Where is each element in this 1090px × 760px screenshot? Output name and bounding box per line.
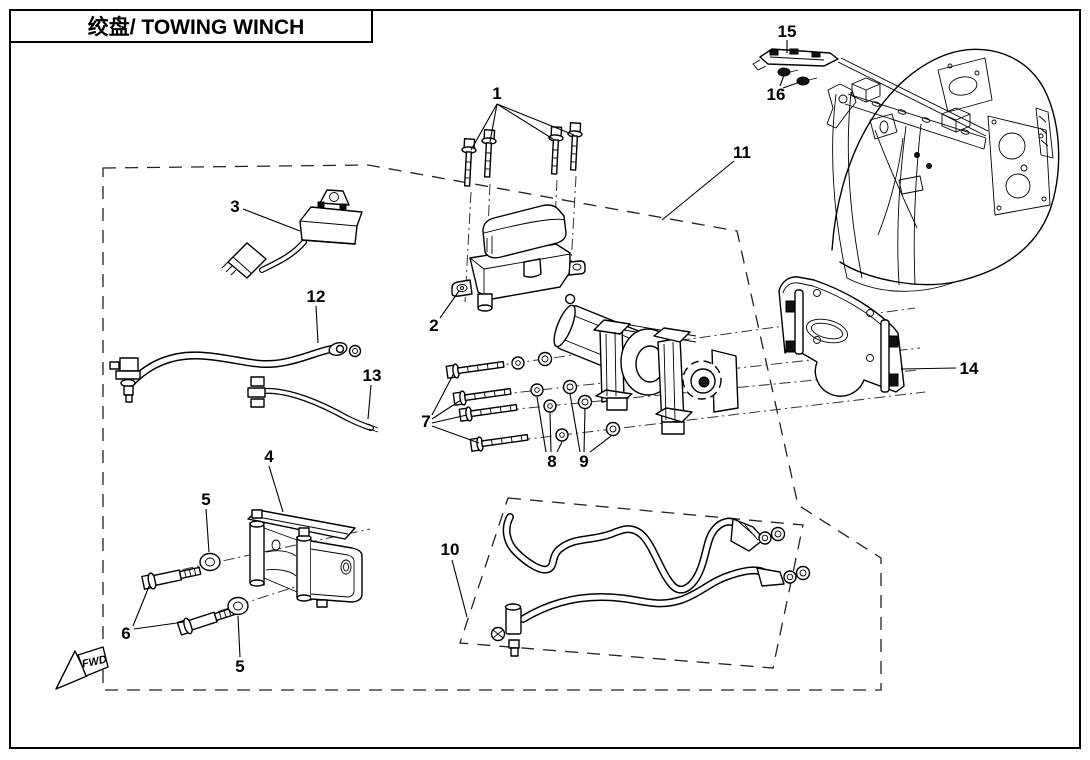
page-title: 绞盘/ TOWING WINCH — [88, 15, 305, 39]
callout-labels: 1 2 3 4 5 5 6 7 8 9 10 11 12 13 14 15 16 — [121, 22, 979, 676]
part-5-washers — [199, 552, 249, 616]
callout-5b: 5 — [235, 657, 244, 676]
callout-1: 1 — [492, 84, 501, 103]
fwd-label: FWD — [81, 654, 108, 671]
callout-6: 6 — [121, 624, 130, 643]
cable-kit-boundary-dashed — [459, 497, 804, 669]
part-6-bolts — [141, 566, 237, 636]
callout-15: 15 — [778, 22, 797, 41]
callout-16: 16 — [767, 85, 786, 104]
part-15-bracket — [752, 48, 839, 71]
assembly-boundary-dashed — [102, 164, 882, 691]
callout-5a: 5 — [201, 490, 210, 509]
page-border — [9, 9, 1081, 749]
callout-9: 9 — [579, 452, 588, 471]
part-4-fairlead-bracket — [247, 509, 363, 608]
part-7-bolts — [445, 360, 529, 452]
vehicle-frame-section — [826, 48, 1060, 292]
callout-3: 3 — [230, 197, 239, 216]
winch-motor-assembly — [553, 293, 739, 435]
leader-lines — [132, 40, 957, 658]
part-9-flat-washers — [537, 351, 621, 437]
part-3-relay — [221, 189, 363, 279]
part-13-ground-cable — [247, 376, 379, 433]
part-8-lock-washers — [511, 356, 569, 442]
callout-10: 10 — [441, 540, 460, 559]
part-14-mount-plate — [778, 276, 905, 397]
callout-8: 8 — [547, 452, 556, 471]
part-10-cable-kit — [490, 513, 811, 657]
callout-12: 12 — [307, 287, 326, 306]
callout-11: 11 — [733, 143, 751, 162]
callout-2: 2 — [429, 316, 438, 335]
callout-13: 13 — [363, 366, 382, 385]
callout-4: 4 — [264, 447, 274, 466]
callout-14: 14 — [960, 359, 979, 378]
part-1-bolts — [461, 122, 583, 303]
callout-7: 7 — [421, 412, 430, 431]
part-16-nuts — [777, 67, 818, 86]
fwd-direction-arrow: FWD — [55, 646, 109, 690]
part-12-battery-cable — [109, 342, 362, 403]
part-2-control-box — [451, 204, 586, 312]
